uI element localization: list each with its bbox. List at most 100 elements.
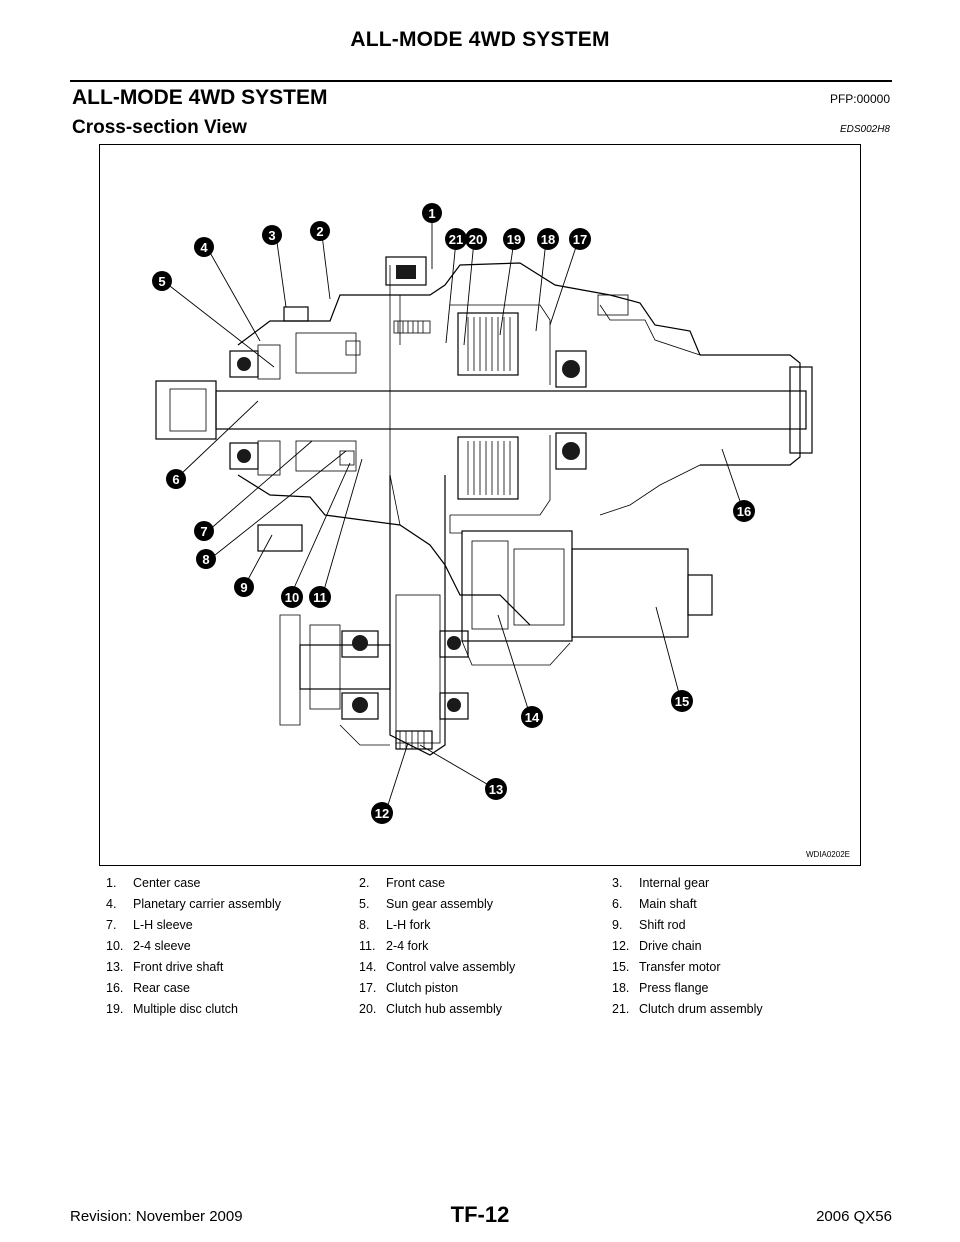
legend-item-label: Press flange — [639, 980, 709, 995]
legend-item: 2.Front case — [359, 876, 612, 890]
figure-code: WDIA0202E — [805, 850, 850, 859]
legend-item: 18. Press flange — [612, 981, 865, 995]
svg-text:20: 20 — [469, 232, 483, 247]
legend-item: 3. Internal gear — [612, 876, 865, 890]
legend-item-label: L-H sleeve — [133, 917, 193, 932]
legend-item-label: Front drive shaft — [133, 959, 224, 974]
legend-item: 19.Multiple disc clutch — [106, 1002, 359, 1016]
legend-row: 7. L-H sleeve 8. L-H fork 9.Shift rod — [106, 914, 866, 935]
callout-21: 21 — [445, 228, 467, 250]
legend-item-number: 20. — [359, 1001, 377, 1016]
legend-item-number: 1. — [106, 875, 117, 890]
legend-item-label: Clutch piston — [386, 980, 459, 995]
legend-item-number: 19. — [106, 1001, 124, 1016]
callout-16: 16 — [733, 500, 755, 522]
svg-text:10: 10 — [285, 590, 299, 605]
legend-item-label: Internal gear — [639, 875, 710, 890]
callout-20: 20 — [465, 228, 487, 250]
svg-text:17: 17 — [573, 232, 587, 247]
callout-6: 6 — [166, 469, 186, 489]
callout-10: 10 — [281, 586, 303, 608]
svg-text:9: 9 — [240, 580, 247, 595]
legend-item-label: L-H fork — [386, 917, 431, 932]
legend-item-number: 3. — [612, 875, 623, 890]
callout-4: 4 — [194, 237, 214, 257]
svg-text:2: 2 — [316, 224, 323, 239]
legend-item: 15.Transfer motor — [612, 960, 865, 974]
subsection-code: EDS002H8 — [839, 124, 890, 135]
callout-19: 19 — [503, 228, 525, 250]
callout-3: 3 — [262, 225, 282, 245]
legend-item-number: 18. — [612, 980, 630, 995]
legend-item-number: 21. — [612, 1001, 630, 1016]
legend-item: 11. 2-4 fork — [359, 939, 612, 953]
callout-14: 14 — [521, 706, 543, 728]
legend-item: 4.Planetary carrier assembly — [106, 897, 359, 911]
subsection-title: Cross-section View — [72, 117, 247, 138]
svg-text:16: 16 — [737, 504, 751, 519]
legend-item: 1.Center case — [106, 876, 359, 890]
svg-text:11: 11 — [313, 590, 327, 605]
legend-item-number: 11. — [359, 938, 376, 953]
callout-7: 7 — [194, 521, 214, 541]
svg-text:12: 12 — [375, 806, 389, 821]
legend-item-label: 2-4 sleeve — [133, 938, 191, 953]
legend-item: 7. L-H sleeve — [106, 918, 359, 932]
legend-item: 5. Sun gear assembly — [359, 897, 612, 911]
legend-item-number: 10. — [106, 938, 124, 953]
svg-text:14: 14 — [525, 710, 540, 725]
callout-2: 2 — [310, 221, 330, 241]
running-header: ALL-MODE 4WD SYSTEM — [350, 28, 610, 51]
footer-revision: Revision: November 2009 — [70, 1208, 243, 1225]
svg-text:19: 19 — [507, 232, 521, 247]
svg-text:3: 3 — [268, 228, 275, 243]
legend-item-label: Control valve assembly — [386, 959, 516, 974]
footer-page-number: TF-12 — [450, 1202, 510, 1227]
legend-item-label: Planetary carrier assembly — [133, 896, 281, 911]
cross-section-figure: 1 2 3 4 5 6 7 8 9 10 11 12 13 14 15 16 1… — [99, 144, 861, 866]
legend-item-number: 17. — [359, 980, 377, 995]
section-title: ALL-MODE 4WD SYSTEM — [72, 86, 328, 109]
legend-item: 10. 2-4 sleeve — [106, 939, 359, 953]
transfer-cross-section-drawing: 1 2 3 4 5 6 7 8 9 10 11 12 13 14 15 16 1… — [152, 203, 813, 824]
legend-item-label: Sun gear assembly — [386, 896, 494, 911]
callout-15: 15 — [671, 690, 693, 712]
leader-lines — [165, 221, 743, 812]
legend-item: 6. Main shaft — [612, 897, 865, 911]
legend-item-number: 15. — [612, 959, 630, 974]
legend-item-label: Clutch hub assembly — [386, 1001, 503, 1016]
legend-item-number: 5. — [359, 896, 370, 911]
callout-5: 5 — [152, 271, 172, 291]
callout-13: 13 — [485, 778, 507, 800]
legend-item-label: 2-4 fork — [386, 938, 429, 953]
callout-9: 9 — [234, 577, 254, 597]
header-rule — [70, 80, 892, 82]
callout-1: 1 — [422, 203, 442, 223]
legend-item: 16.Rear case — [106, 981, 359, 995]
svg-text:5: 5 — [158, 274, 165, 289]
legend-item-number: 13. — [106, 959, 124, 974]
callout-17: 17 — [569, 228, 591, 250]
legend-item-number: 14. — [359, 959, 377, 974]
callout-11: 11 — [309, 586, 331, 608]
footer-model: 2006 QX56 — [816, 1208, 892, 1225]
svg-text:1: 1 — [428, 206, 435, 221]
svg-text:4: 4 — [200, 240, 208, 255]
legend-item-label: Rear case — [133, 980, 190, 995]
callout-12: 12 — [371, 802, 393, 824]
svg-text:8: 8 — [202, 552, 209, 567]
legend-item: 20. Clutch hub assembly — [359, 1002, 612, 1016]
legend-item-label: Main shaft — [639, 896, 697, 911]
legend-item: 9.Shift rod — [612, 918, 865, 932]
legend-item-number: 12. — [612, 938, 630, 953]
legend-item-number: 8. — [359, 917, 370, 932]
svg-text:21: 21 — [449, 232, 463, 247]
legend-item-number: 6. — [612, 896, 623, 911]
legend-item-label: Drive chain — [639, 938, 702, 953]
legend-item-number: 7. — [106, 917, 117, 932]
legend-item-label: Clutch drum assembly — [639, 1001, 763, 1016]
